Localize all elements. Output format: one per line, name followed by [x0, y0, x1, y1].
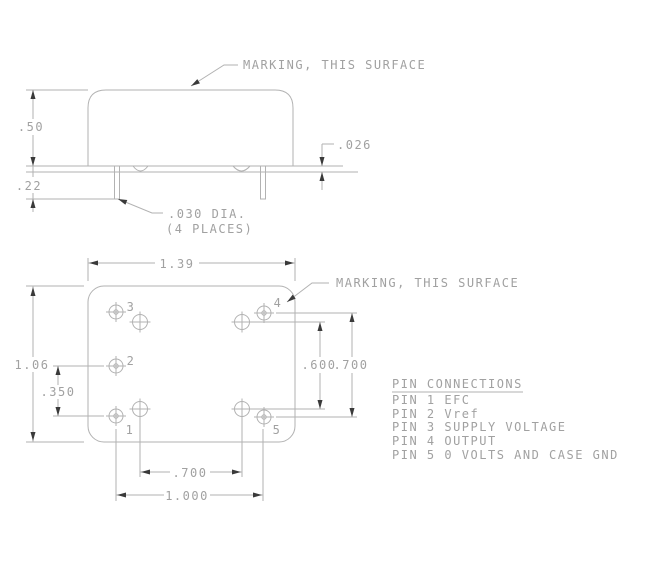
- dim-pin-row-spacing: 1.000: [116, 488, 263, 503]
- dim-label-standoff: .026: [337, 138, 372, 152]
- dim-label-depth: 1.06: [15, 358, 50, 372]
- standoff-pad-symbols: [129, 311, 253, 420]
- package-body-side-outline: [87, 89, 294, 167]
- marking-callout-bottom-label: MARKING, THIS SURFACE: [336, 276, 519, 290]
- dim-label-standoff-v-spacing: .600: [302, 358, 337, 372]
- dim-label-pin-row-spacing: 1.000: [165, 489, 209, 503]
- dim-standoff-h-spacing: .700: [140, 465, 242, 480]
- pin-1-number: 1: [126, 423, 135, 437]
- pin-connections-row: PIN 1 EFC: [392, 393, 471, 407]
- dim-label-pin-1-2-spacing: .350: [41, 385, 76, 399]
- pin-2-number: 2: [127, 354, 136, 368]
- pin-side-left: [114, 165, 120, 200]
- dim-body-depth: 1.06: [15, 286, 50, 442]
- pin-3-symbol: [106, 302, 126, 322]
- extension-lines-bottom: [26, 258, 357, 501]
- pin-4-number: 4: [274, 296, 283, 310]
- pin-diameter-note: .030 DIA. (4 PLACES): [117, 198, 253, 236]
- dim-standoff-height: .026: [319, 138, 372, 190]
- marking-callout-side: MARKING, THIS SURFACE: [190, 58, 426, 87]
- standoff-bump: [132, 165, 149, 172]
- extension-lines-side: [26, 89, 343, 200]
- pin-connections-row: PIN 2 Vref: [392, 407, 479, 421]
- pin-3-number: 3: [127, 300, 136, 314]
- side-view: .50 .22 .026 .030 DIA. (4 PLACES) MA: [16, 58, 426, 236]
- dim-label-pin-length: .22: [16, 179, 42, 193]
- pin-dia-note-line2: (4 PLACES): [166, 222, 253, 236]
- package-body-bottom-outline: [87, 285, 296, 443]
- dim-body-height: .50: [18, 90, 46, 166]
- dim-label-pin-4-5-spacing: .700: [334, 358, 369, 372]
- bottom-view: 3 2 1 4 5 1.39 1.06 .350: [15, 256, 519, 503]
- pin-5-number: 5: [273, 423, 282, 437]
- pin-4-symbol: [254, 303, 274, 323]
- dim-label-standoff-h-spacing: .700: [173, 466, 208, 480]
- marking-callout-side-label: MARKING, THIS SURFACE: [243, 58, 426, 72]
- dim-label-height: .50: [18, 120, 44, 134]
- dim-right-side-spacings: .600 .700: [301, 313, 369, 417]
- pin-dia-note-line1: .030 DIA.: [168, 207, 247, 221]
- dim-pin-length: .22: [16, 166, 44, 212]
- pin-connections-row: PIN 3 SUPPLY VOLTAGE: [392, 420, 567, 434]
- dim-pin-1-2-spacing: .350: [41, 366, 76, 416]
- marking-callout-bottom: MARKING, THIS SURFACE: [286, 276, 519, 303]
- pin-2-symbol: [106, 356, 126, 376]
- pin-5-symbol: [254, 407, 274, 427]
- pin-connections-row: PIN 5 0 VOLTS AND CASE GND: [392, 448, 619, 462]
- pin-1-symbol: [106, 406, 126, 426]
- pin-connections-title: PIN CONNECTIONS: [392, 377, 523, 391]
- dim-body-width: 1.39: [88, 256, 295, 271]
- pin-connections-table: PIN CONNECTIONS PIN 1 EFC PIN 2 Vref PIN…: [392, 377, 619, 462]
- pin-side-right: [260, 165, 266, 200]
- dim-label-width: 1.39: [160, 257, 195, 271]
- standoff-bump: [232, 165, 251, 172]
- pin-connections-row: PIN 4 OUTPUT: [392, 434, 497, 448]
